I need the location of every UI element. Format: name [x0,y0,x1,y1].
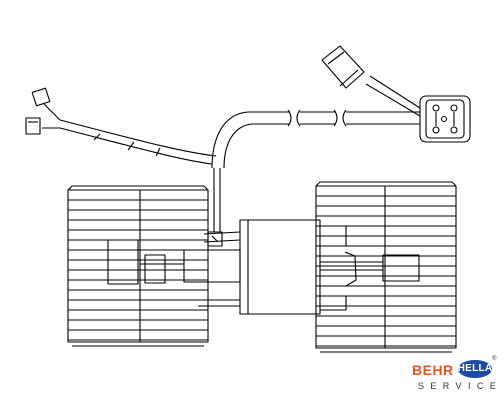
resistor-connector [321,45,421,117]
motor-body [140,219,383,315]
wiring-harness-left-branch [25,87,217,165]
registered-mark: ® [492,356,497,362]
hella-wordmark: HELLA [457,363,493,374]
behr-hella-service-logo: BEHR HELLA ® SERVICE [412,356,497,396]
behr-wordmark: BEHR [412,362,454,378]
mounting-bracket [198,231,241,307]
right-fan-wheel [315,181,457,353]
service-tagline: SERVICE [418,381,500,391]
left-fan-wheel [67,185,209,347]
wiring-harness-main [211,109,420,232]
hella-oval-badge: HELLA [458,360,492,378]
plug-connector [419,95,471,143]
